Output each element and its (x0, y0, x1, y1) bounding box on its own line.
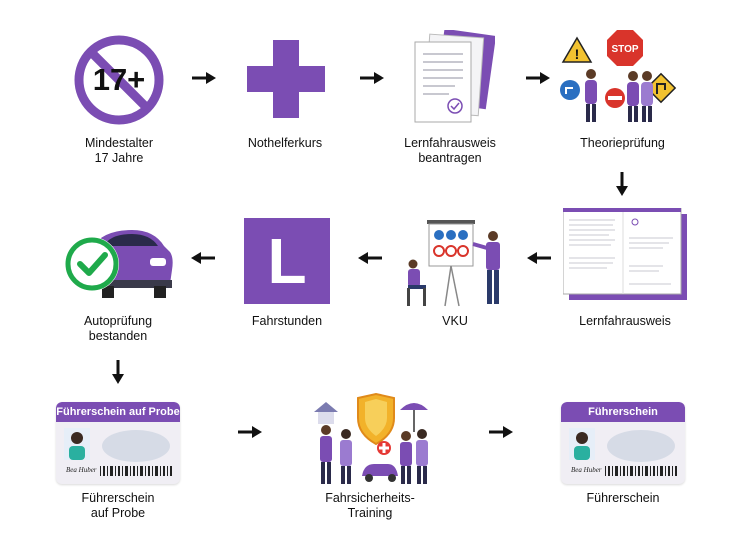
svg-text:Bea Huber: Bea Huber (66, 466, 97, 474)
label-nothelferkurs: Nothelferkurs (247, 136, 323, 150)
age-badge-text: 17+ (92, 62, 146, 97)
label-autopruefung: Autoprüfung bestanden (83, 314, 153, 343)
label-fahrsicherheits-training: Fahrsicherheits- Training (325, 491, 415, 520)
card-title: Führerschein auf Probe (56, 402, 180, 422)
label-lernfahrausweis-beantragen: Lernfahrausweis beantragen (404, 136, 496, 165)
arrow-down-icon (616, 172, 628, 196)
label-vku: VKU (442, 314, 468, 328)
arrow-right-icon (238, 426, 262, 438)
probation-license-card: Führerschein auf Probe Bea Huber (56, 402, 180, 484)
learner-permit-document-icon (562, 207, 687, 300)
label-fuehrerschein: Führerschein (586, 491, 660, 505)
label-mindestalter: Mindestalter 17 Jahre (84, 136, 154, 165)
label-fahrstunden: Fahrstunden (251, 314, 323, 328)
age-limit-icon: 17+ (73, 34, 165, 126)
arrow-right-icon (489, 426, 513, 438)
label-theoriepruefung: Theorieprüfung (580, 136, 665, 150)
traffic-course-presentation-icon (405, 218, 510, 308)
license-photo-icon: Bea Huber (64, 428, 172, 476)
svg-text:Bea Huber: Bea Huber (571, 466, 602, 474)
arrow-right-icon (526, 72, 550, 84)
label-fuehrerschein-probe: Führerschein auf Probe (81, 491, 155, 520)
svg-text:STOP: STOP (611, 44, 638, 55)
license-photo-icon: Bea Huber (569, 428, 677, 476)
application-documents-icon (405, 28, 497, 126)
car-passed-check-icon (62, 222, 174, 300)
arrow-left-icon (527, 252, 551, 264)
card-title: Führerschein (561, 402, 685, 422)
label-lernfahrausweis: Lernfahrausweis (579, 314, 671, 328)
svg-text:!: ! (575, 46, 580, 62)
arrow-left-icon (358, 252, 382, 264)
arrow-left-icon (191, 252, 215, 264)
arrow-right-icon (192, 72, 216, 84)
arrow-down-icon (112, 360, 124, 384)
learner-l-sign-icon: L (244, 218, 330, 304)
arrow-right-icon (360, 72, 384, 84)
traffic-signs-people-icon: ! STOP (555, 28, 687, 126)
driving-license-card: Führerschein Bea Huber (561, 402, 685, 484)
safety-training-people-icon (306, 392, 436, 488)
first-aid-cross-icon (247, 40, 325, 118)
